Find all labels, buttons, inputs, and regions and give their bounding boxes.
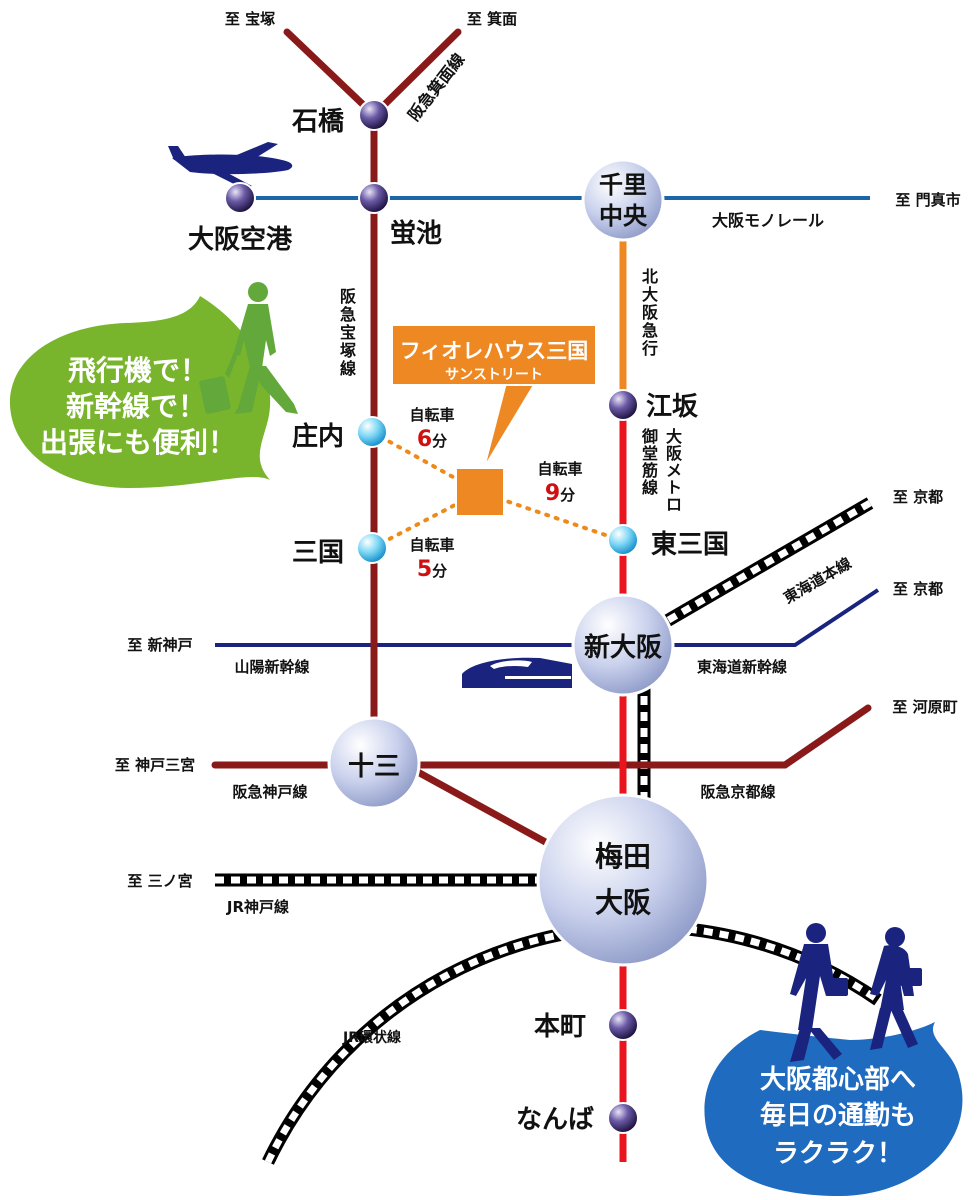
station-shin-osaka — [571, 593, 675, 697]
station-higashi-mikuni — [607, 524, 639, 556]
dest-kawaramachi: 至 河原町 — [892, 698, 957, 716]
label-umeda-1: 梅田 — [595, 840, 651, 873]
dest-takarazuka: 至 宝塚 — [225, 10, 275, 28]
station-ishibashi — [358, 99, 390, 131]
dest-minoh: 至 箕面 — [467, 10, 517, 28]
station-hotarugaike — [358, 182, 390, 214]
commuters-icon — [790, 923, 922, 1062]
green-bubble-line-3: 出張にも便利！ — [40, 426, 236, 459]
bike-time-shonai: 6分 — [417, 427, 447, 452]
bike-label-shonai: 自転車 — [409, 406, 454, 424]
label-hankyu-minoh-line: 阪急箕面線 — [404, 50, 468, 125]
station-honmachi — [607, 1009, 639, 1041]
label-namba: なんば — [516, 1105, 594, 1135]
station-namba — [607, 1102, 639, 1134]
traveler-with-suitcase-icon — [199, 282, 298, 414]
dest-shinkobe: 至 新神戸 — [127, 636, 192, 654]
blue-bubble-line-3: ラクラク！ — [773, 1139, 903, 1169]
label-osaka-airport: 大阪空港 — [188, 224, 293, 255]
label-jr-kobe-line: JR神戸線 — [226, 898, 289, 916]
bike-label-higashi-mikuni: 自転車 — [537, 460, 582, 478]
property-callout: フィオレハウス三国 サンストリート — [391, 324, 597, 469]
label-shin-osaka: 新大阪 — [584, 632, 662, 663]
station-osaka-airport — [224, 182, 256, 214]
dest-sannomiya: 至 三ノ宮 — [127, 872, 192, 890]
station-umeda — [536, 793, 710, 967]
label-hotarugaike: 蛍池 — [390, 219, 442, 249]
dest-kobe-sannomiya: 至 神戸三宮 — [115, 756, 195, 774]
bike-time-higashi-mikuni: 9分 — [545, 481, 575, 506]
blue-bubble-line-2: 毎日の通勤も — [760, 1101, 916, 1131]
bike-label-mikuni: 自転車 — [409, 536, 454, 554]
label-juso: 十三 — [348, 752, 400, 782]
label-hankyu-takarazuka-line: 阪急宝塚線 — [340, 287, 357, 378]
bike-time-mikuni: 5分 — [417, 557, 447, 582]
station-esaka — [607, 389, 639, 421]
green-speech-bubble: 飛行機で！ 新幹線で！ 出張にも便利！ — [9, 296, 271, 488]
dest-kyoto-shinkansen: 至 京都 — [893, 580, 943, 598]
shinkansen-train-icon — [462, 657, 572, 688]
label-sanyo-shinkansen: 山陽新幹線 — [234, 658, 309, 676]
label-higashi-mikuni: 東三国 — [651, 530, 729, 560]
property-marker — [455, 467, 505, 517]
station-juso — [327, 716, 421, 810]
property-subtitle: サンストリート — [445, 367, 543, 383]
label-tokaido-main-line: 東海道本線 — [781, 554, 855, 607]
green-bubble-line-1: 飛行機で！ — [68, 354, 208, 387]
label-senri-chuo-2: 中央 — [599, 201, 648, 230]
dest-kyoto-jr: 至 京都 — [893, 488, 943, 506]
property-name: フィオレハウス三国 — [400, 338, 589, 363]
jr-loop-line — [262, 919, 882, 1165]
green-bubble-line-2: 新幹線で！ — [66, 390, 206, 423]
station-shonai — [356, 416, 388, 448]
label-honmachi: 本町 — [534, 1012, 586, 1042]
airplane-icon — [168, 142, 293, 188]
shinkansen-line — [215, 588, 880, 647]
station-mikuni — [356, 532, 388, 564]
label-tokaido-shinkansen: 東海道新幹線 — [697, 658, 787, 676]
blue-bubble-line-1: 大阪都心部へ — [760, 1065, 916, 1095]
dest-kadoma: 至 門真市 — [895, 191, 960, 209]
label-kita-osaka-kyuko: 北大阪急行 — [641, 267, 659, 358]
label-hankyu-kyoto-line: 阪急京都線 — [700, 783, 775, 801]
blue-speech-bubble: 大阪都心部へ 毎日の通勤も ラクラク！ — [704, 1022, 963, 1196]
label-mikuni: 三国 — [292, 538, 344, 568]
label-osaka-monorail: 大阪モノレール — [712, 211, 824, 230]
label-senri-chuo-1: 千里 — [599, 170, 647, 199]
label-esaka: 江坂 — [646, 392, 699, 422]
label-jr-loop-line: JR環状線 — [342, 1029, 401, 1046]
label-hankyu-kobe-line: 阪急神戸線 — [232, 783, 307, 801]
label-umeda-2: 大阪 — [595, 886, 651, 919]
label-ishibashi: 石橋 — [291, 107, 345, 137]
label-midosuji-line: 大阪メトロ御堂筋線 — [641, 427, 683, 514]
station-senri-chuo — [581, 158, 665, 242]
label-shonai: 庄内 — [292, 421, 344, 452]
